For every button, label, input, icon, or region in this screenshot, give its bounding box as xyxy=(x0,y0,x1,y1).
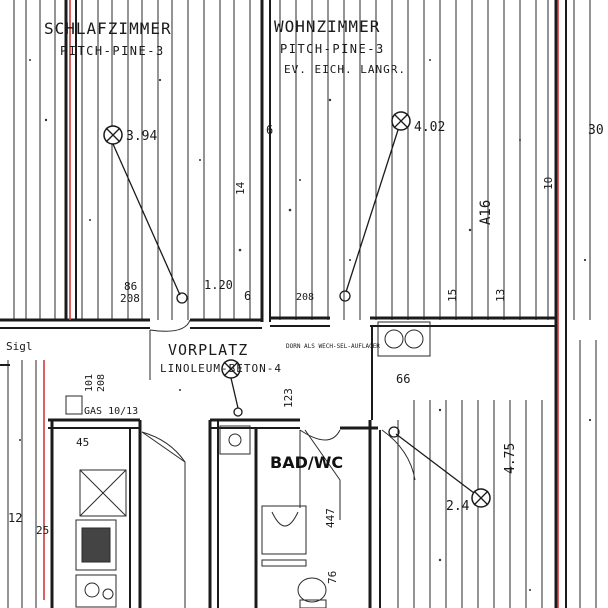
red-marker-lines xyxy=(43,0,559,608)
door-swings xyxy=(141,319,416,608)
light-fixtures xyxy=(103,111,491,508)
dim-208a: 208 xyxy=(120,292,140,305)
dim-86: 86 xyxy=(124,280,137,293)
dim-14: 14 xyxy=(234,181,247,195)
dim-30: 30 xyxy=(588,123,604,138)
dim-76: 76 xyxy=(326,571,339,584)
light-label-left: 3.94 xyxy=(126,129,157,144)
dim-13: 13 xyxy=(494,289,507,302)
vent-boxes xyxy=(65,321,431,415)
room-floor-wohnzimmer: PITCH-PINE-3 xyxy=(280,42,385,56)
scan-specks xyxy=(19,59,592,591)
room-note-wohnzimmer: EV. EICH. LANGR. xyxy=(284,63,406,76)
dim-416: A16 xyxy=(478,200,494,225)
dim-208b: 208 xyxy=(296,292,314,303)
dim-447: 447 xyxy=(324,508,337,528)
dim-6a: 6 xyxy=(266,123,273,137)
room-floor-schlafzimmer: PITCH-PINE-3 xyxy=(60,44,165,58)
room-name-schlafzimmer: SCHLAFZIMMER xyxy=(44,19,172,38)
room-name-wohnzimmer: WOHNZIMMER xyxy=(274,17,380,36)
dim-475: 4.75 xyxy=(503,443,518,474)
light-label-right: 4.02 xyxy=(414,120,445,135)
historic-label-left: Sigl xyxy=(6,340,33,353)
switch-icon xyxy=(388,426,400,438)
dim-6b: 6 xyxy=(244,289,251,303)
room-name-bad-wc: BAD/WC xyxy=(270,453,343,472)
dim-123: 123 xyxy=(282,388,295,408)
dim-101: 101 xyxy=(84,374,95,392)
walls xyxy=(0,0,567,608)
light-label-lower: 2.4 xyxy=(446,499,470,514)
switch-icon xyxy=(233,407,243,417)
bath-fixtures xyxy=(261,505,327,608)
dim-120: 1.20 xyxy=(204,278,233,292)
gas-label: GAS 10/13 xyxy=(84,406,138,417)
dim-10: 10 xyxy=(542,177,555,190)
dim-45: 45 xyxy=(76,436,89,449)
kitchen-fixtures xyxy=(75,425,251,608)
floor-board-hatching xyxy=(7,0,597,608)
switch-icon xyxy=(176,292,188,304)
dim-66: 66 xyxy=(396,372,410,386)
room-floor-vorplatz: LINOLEUM-BETON-4 xyxy=(160,362,282,375)
dim-15: 15 xyxy=(446,289,459,302)
room-name-vorplatz: VORPLATZ xyxy=(168,341,248,359)
switch-icon xyxy=(339,290,351,302)
dim-25: 25 xyxy=(36,524,49,537)
dim-208c: 208 xyxy=(96,374,107,392)
note-wechsel: DORN ALS WECH-SEL-AUFLAGER xyxy=(286,343,380,350)
dim-12: 12 xyxy=(8,511,22,525)
